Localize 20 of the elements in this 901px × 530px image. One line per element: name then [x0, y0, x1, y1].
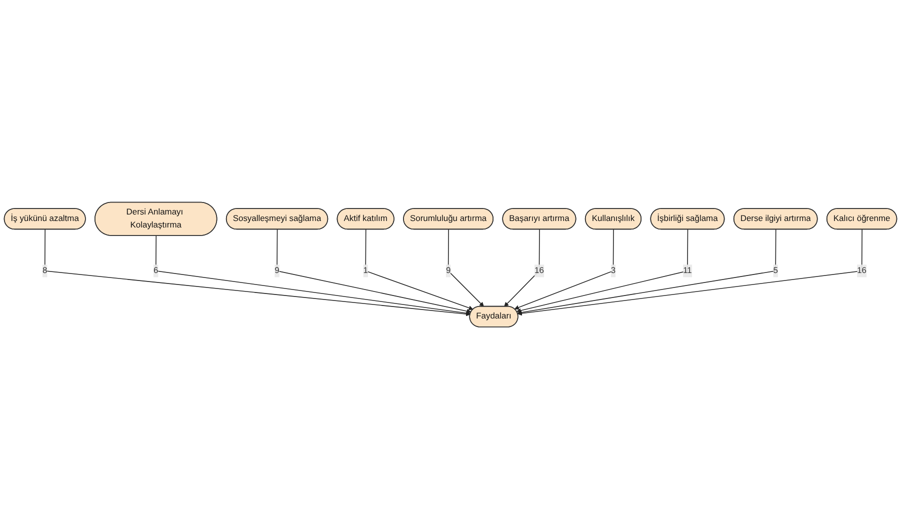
arrow — [155, 236, 471, 316]
arrow — [518, 229, 862, 316]
arrow — [514, 229, 614, 310]
arrow — [276, 229, 472, 314]
edge-label: 16 — [857, 266, 866, 276]
edge-label: 11 — [683, 266, 692, 276]
arrow — [517, 229, 776, 316]
arrow — [504, 229, 540, 308]
edge-label: 6 — [154, 266, 158, 276]
edge-label: 8 — [42, 266, 48, 276]
edge-label: 9 — [446, 266, 451, 276]
arrow — [44, 229, 470, 317]
edge-label: 5 — [773, 266, 778, 276]
edge-label: 9 — [274, 266, 280, 276]
edge-label: 3 — [610, 266, 616, 276]
arrow — [448, 229, 484, 308]
edge-label: 1 — [363, 266, 368, 276]
arrow — [516, 229, 688, 314]
edge-label: 16 — [534, 266, 544, 276]
arrow — [365, 229, 474, 311]
